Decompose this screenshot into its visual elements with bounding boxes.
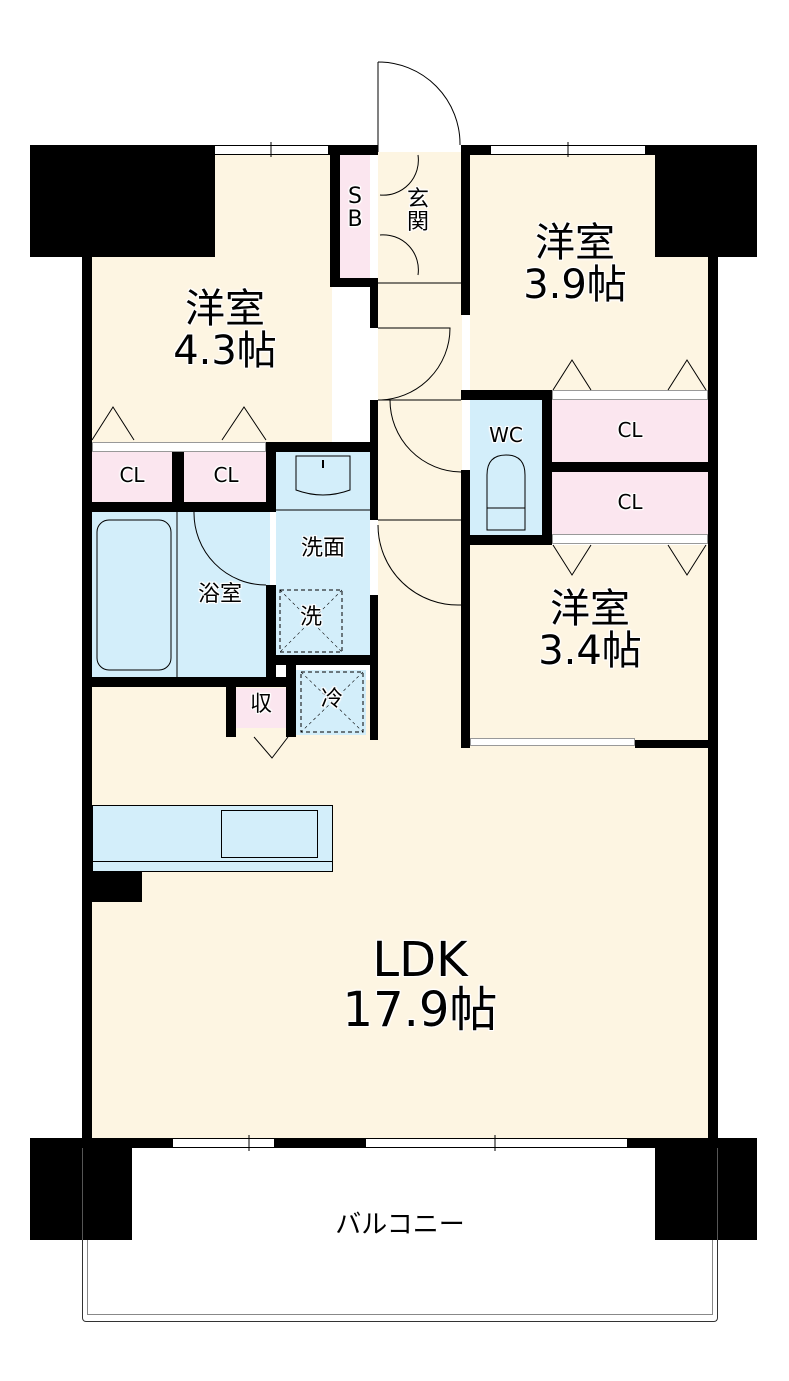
wall-wash-bottom — [276, 655, 376, 665]
wall-top-b — [328, 145, 378, 155]
closet-label-3: CL — [617, 418, 643, 442]
shoe-box-char-1: S — [348, 184, 362, 209]
kitchen-pillar — [82, 872, 142, 902]
column-top-right — [655, 145, 757, 257]
column-top-left — [30, 145, 215, 257]
room-name: LDK — [372, 932, 468, 988]
room-name: 洋室 — [535, 220, 615, 266]
entrance-char-1: 玄 — [406, 187, 429, 212]
entrance-char-2: 関 — [406, 210, 429, 236]
column-bottom-left — [30, 1138, 132, 1240]
room-size: 4.3帖 — [173, 328, 277, 374]
wall-storage — [226, 687, 236, 737]
closet-door-strip-1 — [92, 442, 266, 452]
closet-3 — [552, 400, 708, 462]
western-room-3-label: 洋室 3.4帖 — [515, 588, 665, 672]
entrance-label: 玄 関 — [403, 188, 433, 234]
wall-cl-middle — [552, 462, 718, 472]
bathroom-label: 浴室 — [197, 582, 242, 607]
wall-cl-bottom — [82, 502, 276, 512]
room3-sliding-door — [470, 738, 635, 746]
toilet-label: WC — [489, 423, 523, 447]
wall-storage-2 — [286, 665, 296, 737]
wall-hall-left-3 — [370, 595, 378, 740]
fridge-label: 冷 — [320, 687, 343, 712]
entrance-floor — [378, 152, 462, 742]
room-size: 3.9帖 — [523, 262, 627, 308]
ldk-floor — [92, 680, 708, 1140]
closet-1 — [92, 452, 172, 502]
wall-room1-bottom — [82, 442, 92, 452]
wall-cl-divider — [172, 452, 184, 502]
balcony-right-edge — [717, 1148, 718, 1240]
closet-label-4: CL — [617, 490, 643, 514]
closet-label-2: CL — [213, 463, 239, 487]
balcony-left-edge — [82, 1148, 83, 1240]
wall-sb-left — [330, 145, 340, 285]
western-room-2-label: 洋室 3.9帖 — [500, 222, 650, 306]
wall-top-d — [645, 145, 657, 155]
fridge-space — [296, 670, 366, 735]
wall-hall-left-2 — [370, 400, 378, 520]
storage-area — [236, 688, 286, 728]
shoe-box-char-2: B — [347, 207, 363, 233]
storage-label: 収 — [249, 692, 272, 717]
wall-wc-bottom — [461, 535, 552, 545]
wall-sb-bottom — [330, 278, 378, 287]
closet-4 — [552, 472, 708, 534]
window-ldk-left — [172, 1138, 275, 1148]
shoe-box-area — [340, 154, 370, 278]
wall-hall-right — [461, 145, 470, 315]
wall-left — [82, 257, 92, 1147]
wall-bath-bottom — [82, 677, 296, 687]
shoe-box-label: S B — [340, 185, 370, 231]
washer-label: 洗 — [299, 605, 322, 630]
wall-bath-wash — [266, 452, 276, 512]
wall-top-c — [461, 145, 491, 155]
wall-room3-bottom — [635, 740, 718, 748]
room-name: 洋室 — [185, 286, 265, 332]
wall-wash-top — [266, 442, 378, 452]
window-ldk-right — [365, 1138, 628, 1148]
wall-hall-right-3 — [461, 470, 470, 748]
closet-door-strip-3 — [552, 534, 708, 544]
balcony-rail-inner — [87, 1240, 713, 1315]
ldk-label: LDK 17.9帖 — [320, 935, 520, 1036]
room-name: 洋室 — [550, 586, 630, 632]
closet-door-strip-2 — [552, 390, 708, 400]
wall-right — [708, 257, 718, 1147]
wall-hall-left — [370, 278, 378, 328]
closet-label-1: CL — [119, 463, 145, 487]
column-bottom-right — [655, 1138, 757, 1240]
washroom-label: 洗面 — [300, 536, 345, 561]
room-size: 3.4帖 — [538, 628, 642, 674]
closet-2 — [184, 452, 268, 502]
kitchen-counter-edge — [92, 861, 333, 862]
balcony-label: バルコニー — [335, 1210, 465, 1240]
wall-wc-right — [542, 400, 552, 545]
balcony-rail — [82, 1240, 718, 1322]
wall-bath-wash-2 — [266, 585, 276, 680]
kitchen-sink — [221, 810, 318, 858]
western-room-1-label: 洋室 4.3帖 — [150, 288, 300, 372]
room-size: 17.9帖 — [342, 982, 498, 1039]
